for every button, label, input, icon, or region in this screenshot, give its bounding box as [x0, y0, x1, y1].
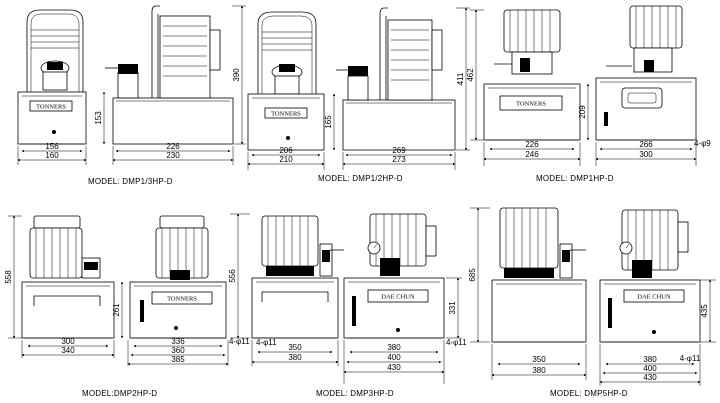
- drawing-dmp3hp: DAE CHUN 350 380 380 400 430 4-φ11 4-φ11…: [228, 213, 467, 398]
- model-label: MODEL:DMP2HP-D: [82, 389, 157, 398]
- dim-front-outer: 340: [61, 346, 75, 355]
- front-view: [251, 215, 344, 339]
- drawing-dmp5hp: DAE CHUN 350 380 380 400 430 4-φ11 435 6…: [468, 207, 716, 398]
- dim-side-c: 430: [387, 363, 401, 372]
- model-label: MODEL: DMP1/3HP-D: [88, 177, 173, 186]
- dim-box-height: 261: [112, 303, 121, 317]
- dim-total-height: 411: [456, 72, 465, 85]
- dim-total-height: 685: [468, 268, 477, 282]
- side-view: [105, 5, 234, 145]
- dim-side-c: 430: [643, 373, 657, 382]
- dim-holes: 4-φ11: [446, 338, 467, 347]
- dim-side-a: 380: [387, 343, 401, 352]
- drawing-dmp1-3hp: TONNERS 156 160: [17, 5, 246, 186]
- dim-side-b: 400: [643, 364, 657, 373]
- front-view: TONNERS: [247, 11, 325, 151]
- dim-box-height: 165: [324, 115, 333, 129]
- dim-side-inner: 266: [639, 140, 653, 149]
- side-view: [336, 7, 456, 151]
- drawing-dmp1-2hp: TONNERS 206 210 269 273: [247, 7, 470, 183]
- dim-side-inner: 226: [166, 142, 180, 151]
- dim-side-outer: 273: [392, 155, 406, 164]
- dim-side-c: 385: [171, 355, 185, 364]
- dim-box-height: 209: [578, 105, 587, 119]
- dim-side-b: 400: [387, 353, 401, 362]
- dim-front-outer: 380: [532, 366, 546, 375]
- dimension-lines: 350 380 380 400 430 4-φ11 4-φ11 331 556: [228, 213, 467, 384]
- side-view: TONNERS: [129, 215, 227, 339]
- dim-holes: 4-φ11: [680, 354, 701, 363]
- dim-holes: 4-φ11: [229, 337, 250, 346]
- brand-plate-label: DAE CHUN: [381, 294, 415, 301]
- brand-plate-label: TONNERS: [36, 104, 66, 111]
- dim-holes: 4-φ9: [694, 139, 711, 148]
- side-view: DAE CHUN: [599, 209, 701, 343]
- drawing-dmp1hp: TONNERS 226 246 266: [466, 5, 711, 183]
- dim-total-height: 558: [4, 270, 13, 284]
- dim-front-outer: 246: [525, 150, 539, 159]
- drawing-dmp2hp: TONNERS 300 340 336 360 385 4-φ11 261 55…: [4, 215, 250, 398]
- front-view: [21, 215, 115, 339]
- front-view: TONNERS: [17, 9, 87, 145]
- dim-side-a: 336: [171, 337, 185, 346]
- front-view: [491, 207, 587, 343]
- dim-total-height: 390: [232, 68, 241, 82]
- dim-front-inner: 300: [61, 337, 75, 346]
- side-view: DAE CHUN: [343, 213, 445, 339]
- dimension-lines: 300 340 336 360 385 4-φ11 261 558: [4, 215, 250, 366]
- dim-side-inner: 269: [392, 146, 406, 155]
- dim-side-a: 380: [643, 355, 657, 364]
- dim-front-inner: 350: [532, 355, 546, 364]
- brand-plate-label: TONNERS: [516, 101, 546, 108]
- brand-plate-label: TONNERS: [167, 296, 197, 303]
- dim-front-inner: 206: [279, 146, 293, 155]
- dim-side-outer: 300: [639, 150, 653, 159]
- dim-total-height: 462: [466, 68, 475, 82]
- dimension-lines: 350 380 380 400 430 4-φ11 435 685: [468, 207, 716, 386]
- brand-plate-label: TONNERS: [271, 111, 301, 118]
- dim-box-height: 331: [448, 301, 457, 315]
- dim-front-inner: 350: [288, 343, 302, 352]
- model-label: MODEL: DMP1HP-D: [536, 174, 614, 183]
- dim-front-outer: 380: [288, 353, 302, 362]
- dim-front-inner: 226: [525, 140, 539, 149]
- dim-front-outer: 210: [279, 155, 293, 164]
- dim-front-inner: 156: [45, 142, 59, 151]
- dim-side-outer: 230: [166, 151, 180, 160]
- dim-side-b: 360: [171, 346, 185, 355]
- model-label: MODEL: DMP3HP-D: [316, 389, 394, 398]
- dim-box-height: 435: [700, 304, 709, 318]
- brand-plate-label: DAE CHUN: [637, 294, 671, 301]
- dimension-lines: 156 160 226 230 153 390: [17, 5, 246, 165]
- model-label: MODEL: DMP1/2HP-D: [318, 174, 403, 183]
- dimension-lines: 206 210 269 273 165 411: [247, 7, 470, 170]
- dim-holes-front: 4-φ11: [256, 338, 277, 347]
- side-view: [595, 5, 697, 141]
- dim-box-height: 153: [94, 111, 103, 125]
- model-label: MODEL: DMP5HP-D: [550, 389, 628, 398]
- front-view: TONNERS: [483, 9, 581, 141]
- dim-total-height: 556: [228, 269, 237, 283]
- dimension-lines: 226 246 266 300 4-φ9 209 462: [466, 9, 711, 166]
- dim-front-outer: 160: [45, 151, 59, 160]
